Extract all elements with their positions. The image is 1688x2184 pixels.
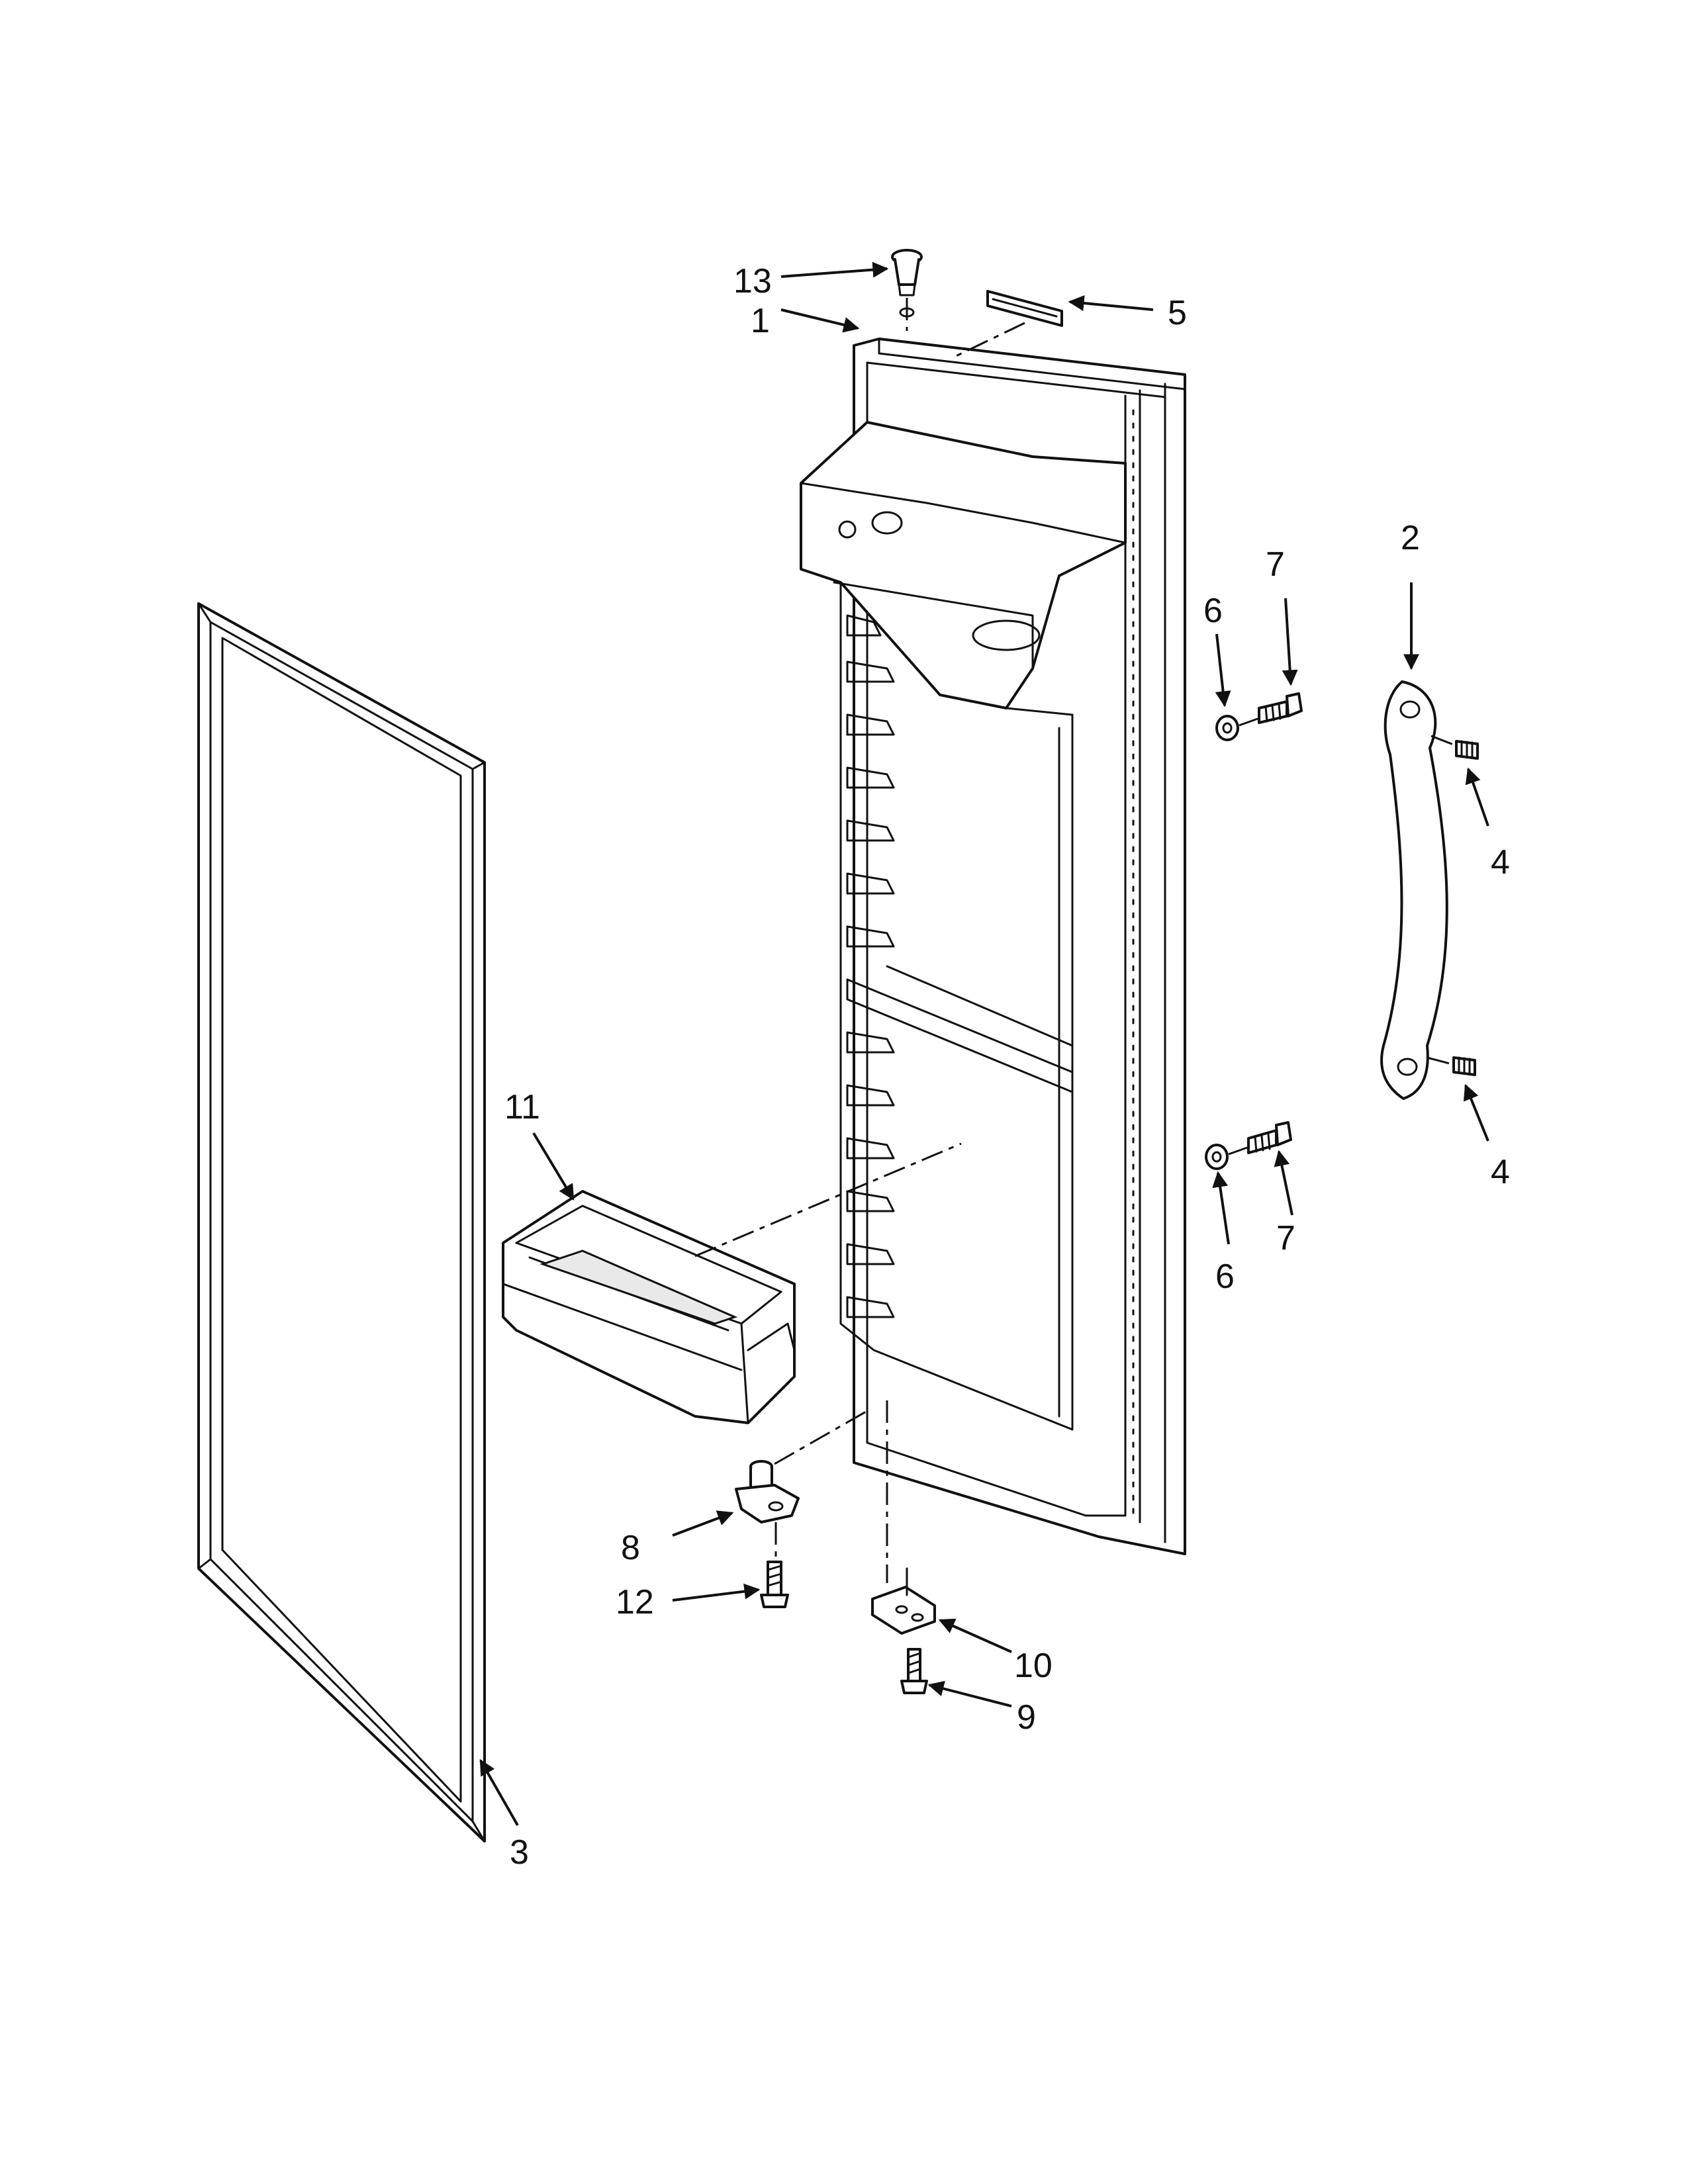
callout-7-upper: 7 [1266, 545, 1285, 584]
door-closure-cam [871, 1567, 936, 1635]
door-plug [986, 290, 1063, 327]
callout-12: 12 [616, 1583, 654, 1621]
door-bin [502, 1190, 796, 1424]
set-screw-upper [1455, 740, 1479, 760]
callout-9: 9 [1017, 1698, 1036, 1737]
callout-1: 1 [751, 302, 770, 340]
door-assembly [800, 338, 1186, 1555]
callout-11: 11 [504, 1088, 540, 1126]
callout-5: 5 [1168, 294, 1187, 332]
callout-labels: 13 1 5 2 6 7 4 4 7 6 11 8 12 10 9 3 [504, 262, 1510, 1872]
handle-screw-upper [1258, 692, 1303, 724]
callout-4-upper: 4 [1491, 843, 1510, 882]
spacer-lower [1205, 1144, 1229, 1170]
callout-4-lower: 4 [1491, 1153, 1510, 1191]
callout-6-upper: 6 [1203, 592, 1223, 630]
hinge-screw [760, 1561, 789, 1608]
bottom-hinge-bracket [735, 1460, 800, 1524]
shelf-clips [846, 614, 895, 1318]
leader-lines [479, 261, 1489, 1826]
handle-screw-lower [1247, 1121, 1292, 1154]
callout-13: 13 [733, 262, 772, 300]
door-handle [1380, 680, 1448, 1100]
door-gasket [197, 602, 486, 1843]
callout-3: 3 [510, 1833, 529, 1872]
set-screw-lower [1452, 1056, 1476, 1076]
cam-screw [900, 1648, 928, 1694]
hinge-bushing [891, 249, 923, 296]
callout-7-lower: 7 [1276, 1219, 1295, 1257]
callout-2: 2 [1401, 519, 1420, 557]
callout-8: 8 [621, 1529, 640, 1567]
spacer-upper [1215, 715, 1239, 741]
callout-6-lower: 6 [1215, 1257, 1235, 1296]
callout-10: 10 [1014, 1647, 1053, 1685]
